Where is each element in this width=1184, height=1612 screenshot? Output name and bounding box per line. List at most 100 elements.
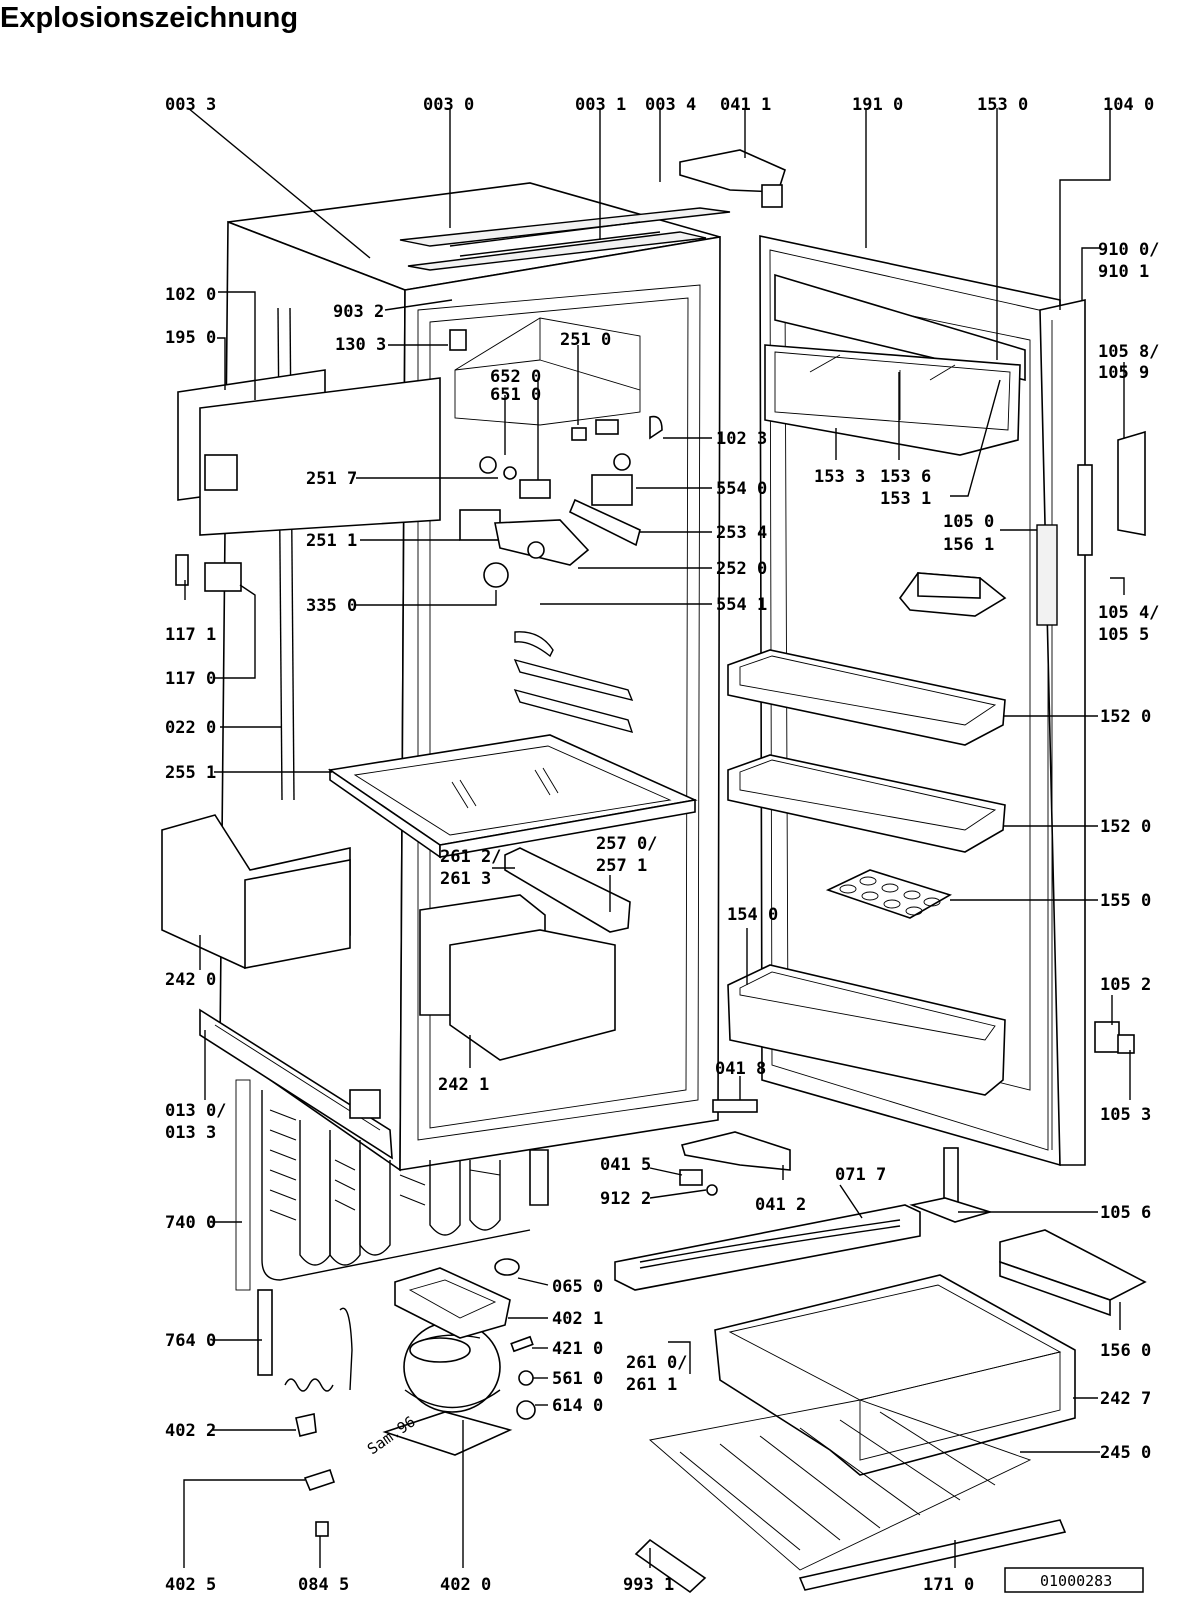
label-0034: 003 4 — [645, 95, 696, 115]
label-4020: 402 0 — [440, 1575, 491, 1595]
label-2511: 251 1 — [306, 531, 357, 551]
label-2570: 257 0/ — [596, 834, 657, 854]
feet — [295, 1413, 707, 1594]
butter-dish — [898, 572, 1007, 617]
label-0418: 041 8 — [715, 1059, 766, 1079]
egg-tray — [825, 869, 952, 919]
label-1533: 153 3 — [814, 467, 865, 487]
door-handle — [1077, 430, 1146, 556]
crisper-left — [161, 814, 351, 969]
label-1531: 153 1 — [880, 489, 931, 509]
label-2613: 261 3 — [440, 869, 491, 889]
label-1055: 105 5 — [1098, 625, 1149, 645]
leader-lines — [183, 107, 1131, 1568]
label-2611: 261 1 — [626, 1375, 677, 1395]
label-1561: 156 1 — [943, 535, 994, 555]
ice-tray — [999, 1229, 1147, 1317]
label-7640: 764 0 — [165, 1331, 216, 1351]
label-7400: 740 0 — [165, 1213, 216, 1233]
label-0411: 041 1 — [720, 95, 771, 115]
label-1020: 102 0 — [165, 285, 216, 305]
label-2427: 242 7 — [1100, 1389, 1151, 1409]
crisper-middle — [419, 894, 616, 1061]
door-stop — [909, 1147, 993, 1223]
label-1023: 102 3 — [716, 429, 767, 449]
label-6510: 651 0 — [490, 385, 541, 405]
label-1050: 105 0 — [943, 512, 994, 532]
label-1170: 117 0 — [165, 669, 216, 689]
bottom-hinge — [679, 1099, 791, 1196]
label-1540: 154 0 — [727, 905, 778, 925]
label-5610: 561 0 — [552, 1369, 603, 1389]
label-5540: 554 0 — [716, 479, 767, 499]
compressor-parts — [494, 1258, 536, 1420]
label-2510: 251 0 — [560, 330, 611, 350]
grille — [649, 1399, 1032, 1571]
label-0845: 084 5 — [298, 1575, 349, 1595]
label-1040: 104 0 — [1103, 95, 1154, 115]
glass-shelf — [327, 734, 698, 859]
label-2450: 245 0 — [1100, 1443, 1151, 1463]
door-bin-middle — [727, 754, 1006, 853]
label-1303: 130 3 — [335, 335, 386, 355]
label-1560: 156 0 — [1100, 1341, 1151, 1361]
label-0133: 013 3 — [165, 1123, 216, 1143]
label-2420: 242 0 — [165, 970, 216, 990]
label-2612: 261 2/ — [440, 847, 501, 867]
label-2421: 242 1 — [438, 1075, 489, 1095]
drawing-number: 01000283 — [1040, 1572, 1112, 1590]
label-1520a: 152 0 — [1100, 707, 1151, 727]
label-6140: 614 0 — [552, 1396, 603, 1416]
label-1710: 171 0 — [923, 1575, 974, 1595]
label-1910: 191 0 — [852, 95, 903, 115]
condenser-coil — [235, 1079, 549, 1291]
door-bin-upper — [727, 649, 1006, 746]
label-1550: 155 0 — [1100, 891, 1151, 911]
top-hinge — [679, 149, 786, 208]
label-1536: 153 6 — [880, 467, 931, 487]
label-0717: 071 7 — [835, 1165, 886, 1185]
label-9122: 912 2 — [600, 1189, 651, 1209]
evaporator-cover — [175, 369, 441, 592]
label-1053: 105 3 — [1100, 1105, 1151, 1125]
label-0650: 065 0 — [552, 1277, 603, 1297]
label-3350: 335 0 — [306, 596, 357, 616]
label-2551: 255 1 — [165, 763, 216, 783]
label-1530: 153 0 — [977, 95, 1028, 115]
label-4025: 402 5 — [165, 1575, 216, 1595]
dairy-compartment — [764, 273, 1026, 456]
label-2534: 253 4 — [716, 523, 767, 543]
bottom-strip — [798, 1519, 1067, 1591]
compressor-bracket — [394, 1267, 511, 1339]
label-0412: 041 2 — [755, 1195, 806, 1215]
label-0415: 041 5 — [600, 1155, 651, 1175]
label-9100: 910 0/ — [1098, 240, 1159, 260]
part-labels: 003 3 003 0 003 1 003 4 041 1 191 0 153 … — [165, 95, 1159, 1595]
drawing-number-box: 01000283 — [1004, 1567, 1144, 1593]
label-2610: 261 0/ — [626, 1353, 687, 1373]
label-0220: 022 0 — [165, 718, 216, 738]
label-1950: 195 0 — [165, 328, 216, 348]
label-0130: 013 0/ — [165, 1101, 226, 1121]
plinth — [614, 1204, 921, 1291]
label-6520: 652 0 — [490, 367, 541, 387]
label-2571: 257 1 — [596, 856, 647, 876]
filter-dryer — [257, 1289, 353, 1392]
label-1520b: 152 0 — [1100, 817, 1151, 837]
thermostat-assembly — [449, 329, 663, 588]
label-4022: 402 2 — [165, 1421, 216, 1441]
page-title: Explosionszeichnung — [0, 2, 299, 34]
compressor — [382, 1321, 513, 1456]
label-9101: 910 1 — [1098, 262, 1149, 282]
label-4021: 402 1 — [552, 1309, 603, 1329]
label-2517: 251 7 — [306, 469, 357, 489]
door-bin-lower — [727, 964, 1006, 1096]
label-1054: 105 4/ — [1098, 603, 1159, 623]
label-9032: 903 2 — [333, 302, 384, 322]
label-1171: 117 1 — [165, 625, 216, 645]
label-0033: 003 3 — [165, 95, 216, 115]
label-9931: 993 1 — [623, 1575, 674, 1595]
label-4210: 421 0 — [552, 1339, 603, 1359]
label-1052: 105 2 — [1100, 975, 1151, 995]
